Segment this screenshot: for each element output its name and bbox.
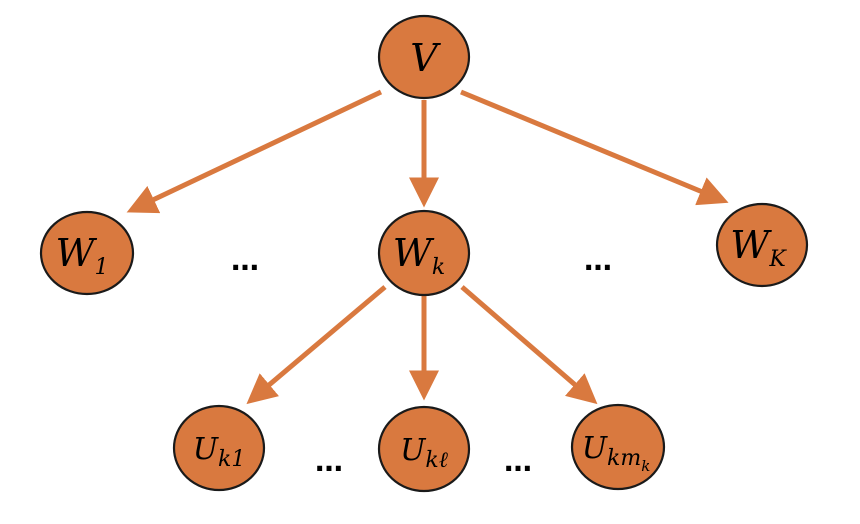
node-ukl: Ukℓ	[377, 405, 471, 493]
node-ukm-sub: km	[607, 446, 641, 471]
node-w1: W1	[39, 210, 135, 296]
node-wk-label: Wk	[393, 231, 445, 280]
node-wK-main: W	[730, 223, 772, 267]
ellipsis-bottom-left: …	[315, 445, 343, 478]
node-wk-main: W	[393, 231, 435, 275]
node-v-label: V	[410, 36, 441, 80]
node-v: V	[377, 14, 471, 100]
ellipsis-bottom-right: …	[504, 445, 532, 478]
node-ukl-sub: kℓ	[425, 448, 448, 473]
edge-v-wK	[460, 89, 729, 206]
node-uk1-label: Uk1	[193, 432, 246, 472]
ellipsis-top-right: …	[584, 244, 612, 277]
node-uk1-sub: k1	[218, 447, 245, 472]
ellipsis-top-left: …	[231, 244, 259, 277]
node-wk-sub: k	[432, 255, 445, 280]
edge-wk-ukm	[460, 285, 598, 405]
edge-v-w1	[126, 89, 383, 214]
node-wk: Wk	[377, 209, 471, 297]
node-ukm-subsub: k	[641, 457, 650, 475]
edge-wk-uk1	[246, 285, 387, 405]
node-wK: WK	[715, 202, 809, 288]
node-uk1-main: U	[193, 432, 220, 467]
node-wK-label: WK	[730, 223, 787, 272]
node-w1-sub: 1	[95, 255, 109, 280]
node-wK-sub: K	[768, 247, 787, 272]
node-w1-main: W	[55, 231, 97, 275]
node-ukm-label: Ukmk	[582, 431, 651, 475]
node-ukm-main: U	[582, 431, 609, 466]
node-w1-label: W1	[55, 231, 108, 280]
node-ukl-main: U	[400, 433, 427, 468]
node-uk1: Uk1	[172, 404, 266, 492]
node-ukl-label: Ukℓ	[400, 433, 449, 473]
node-ukm: Ukmk	[570, 403, 666, 491]
